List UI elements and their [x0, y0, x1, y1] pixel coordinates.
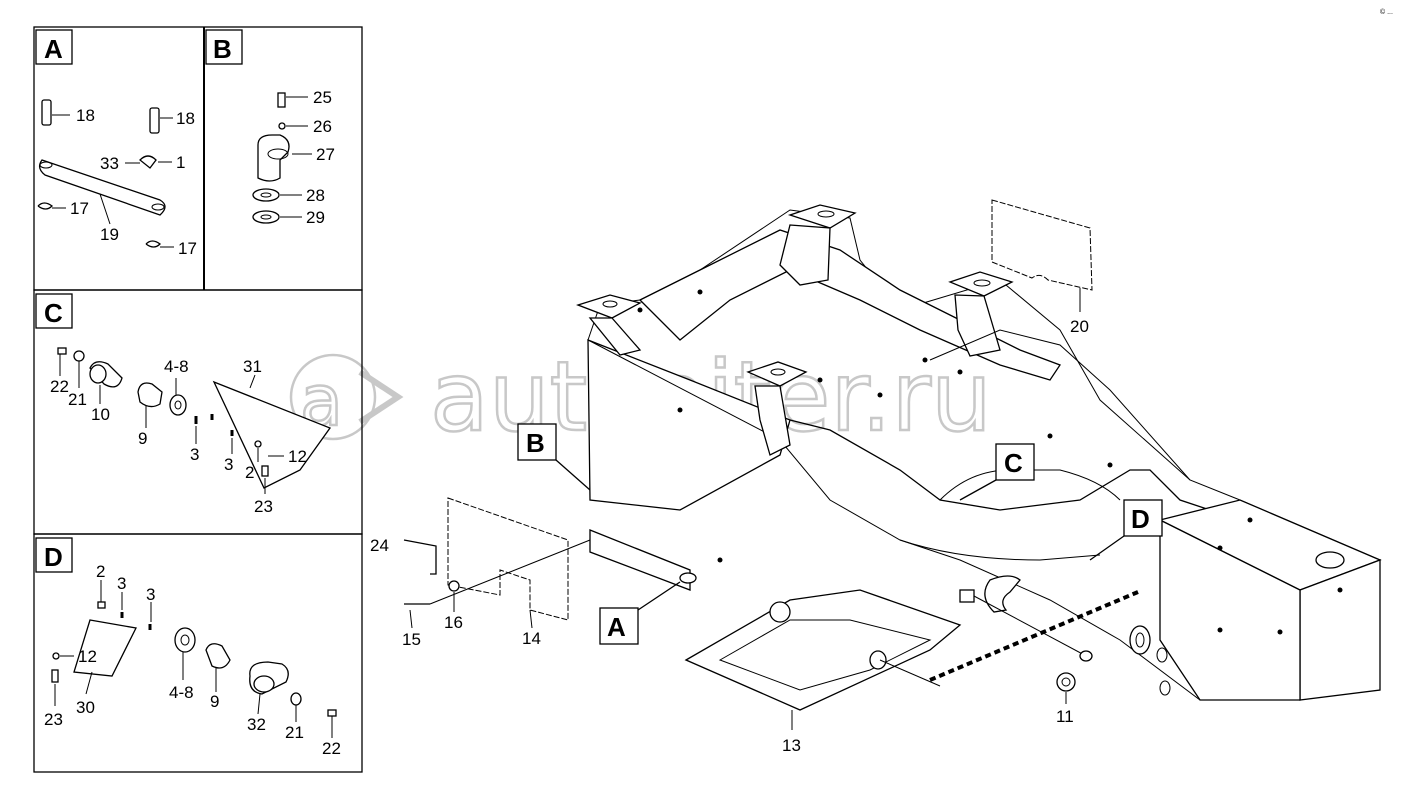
label-d: D	[1131, 504, 1150, 534]
callout-15: 15	[402, 630, 421, 649]
callout-25: 25	[313, 88, 332, 107]
callout-30: 30	[76, 698, 95, 717]
label-a: A	[607, 612, 626, 642]
callout-22: 22	[50, 377, 69, 396]
panel-d: D 2 3 3 12 23 30 4-8 9 32 21 22	[35, 537, 341, 758]
label-box-b	[517, 423, 557, 461]
panel-b-label: B	[213, 34, 232, 64]
callout-18: 18	[76, 106, 95, 125]
label-c: C	[1004, 448, 1023, 478]
callout-9: 9	[138, 429, 147, 448]
callout-29: 29	[306, 208, 325, 227]
callout-2: 2	[96, 562, 105, 581]
callout-17: 17	[178, 239, 197, 258]
panel-b: B 25 26 27 28 29	[205, 29, 335, 227]
label-box-d	[1123, 499, 1163, 537]
callout-26: 26	[313, 117, 332, 136]
callout-23: 23	[254, 497, 273, 516]
callout-21: 21	[285, 723, 304, 742]
callout-20: 20	[1070, 317, 1089, 336]
main-callouts: 20 24 15 16 14 13 11	[370, 317, 1089, 755]
callout-2: 2	[245, 463, 254, 482]
callout-3: 3	[146, 585, 155, 604]
callout-3: 3	[224, 455, 233, 474]
main-labels: B C D A	[517, 423, 1163, 645]
panel-a-label: A	[44, 34, 63, 64]
callout-4-8: 4-8	[169, 683, 194, 702]
label-b: B	[526, 428, 545, 458]
panel-d-label-box	[35, 537, 73, 573]
callout-10: 10	[91, 405, 110, 424]
callout-12: 12	[78, 647, 97, 666]
callout-19: 19	[100, 225, 119, 244]
callout-18: 18	[176, 109, 195, 128]
panel-c-label: C	[44, 298, 63, 328]
panel-a: A 18 18 33 1 17 19 17	[35, 29, 197, 258]
callout-16: 16	[444, 613, 463, 632]
callout-9: 9	[210, 692, 219, 711]
callout-28: 28	[306, 186, 325, 205]
callout-21: 21	[68, 390, 87, 409]
label-box-c	[995, 443, 1035, 481]
corner-mark: © ...	[1380, 8, 1393, 16]
callout-22: 22	[322, 739, 341, 758]
panel-b-label-box	[205, 29, 243, 65]
callout-11: 11	[1056, 707, 1074, 726]
callout-13: 13	[782, 736, 801, 755]
panel-c: C 22 21 10 9 4-8 31 3 3 2 12 23	[35, 293, 332, 516]
callout-32: 32	[247, 715, 266, 734]
panel-c-label-box	[35, 293, 73, 329]
panel-d-label: D	[44, 542, 63, 572]
callout-3: 3	[117, 574, 126, 593]
main-frame-drawing	[403, 199, 1382, 711]
callout-3: 3	[190, 445, 199, 464]
callout-1: 1	[176, 153, 185, 172]
callout-12: 12	[288, 447, 307, 466]
callout-33: 33	[100, 154, 119, 173]
callout-23: 23	[44, 710, 63, 729]
callout-31: 31	[243, 357, 262, 376]
callout-27: 27	[316, 145, 335, 164]
label-box-a	[599, 607, 639, 645]
callout-4-8: 4-8	[164, 357, 189, 376]
callout-17: 17	[70, 199, 89, 218]
panel-a-label-box	[35, 29, 73, 65]
callout-14: 14	[522, 629, 541, 648]
callout-24: 24	[370, 536, 389, 555]
inset-panels	[33, 26, 363, 773]
